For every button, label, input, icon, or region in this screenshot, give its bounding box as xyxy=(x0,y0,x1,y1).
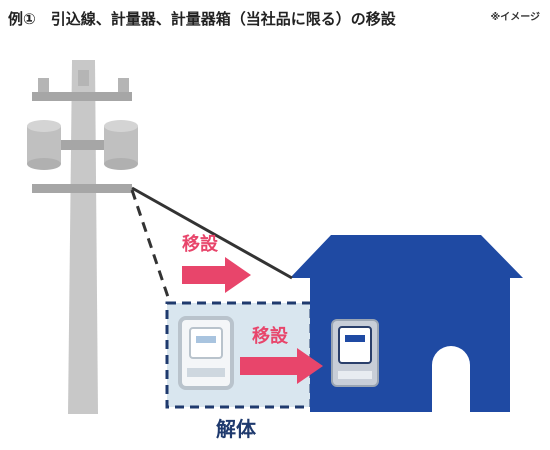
new-meter-icon xyxy=(331,319,379,387)
page-title: 例① 引込線、計量器、計量器箱（当社品に限る）の移設 xyxy=(8,10,396,28)
service-line-old xyxy=(130,189,172,304)
transformer-left-icon xyxy=(27,120,61,170)
top-crossarm xyxy=(32,92,132,101)
service-line-new xyxy=(131,186,293,280)
pole-shaft xyxy=(68,60,98,414)
house-icon xyxy=(290,235,523,412)
utility-pole-icon xyxy=(27,60,138,414)
old-meter-icon xyxy=(178,316,234,390)
move-label-middle: 移設 xyxy=(252,325,289,347)
move-label-top: 移設 xyxy=(182,233,219,255)
insulator xyxy=(78,70,89,86)
transformer-right-icon xyxy=(104,120,138,170)
lower-crossarm xyxy=(32,184,132,193)
insulator xyxy=(118,78,129,94)
dismantle-label: 解体 xyxy=(216,417,257,441)
image-note: ※イメージ xyxy=(490,12,540,23)
insulator xyxy=(38,78,49,94)
transformer-bracket xyxy=(46,140,118,150)
house-door xyxy=(432,346,470,412)
arrow-right-icon xyxy=(240,348,323,384)
arrow-right-icon xyxy=(182,257,251,293)
